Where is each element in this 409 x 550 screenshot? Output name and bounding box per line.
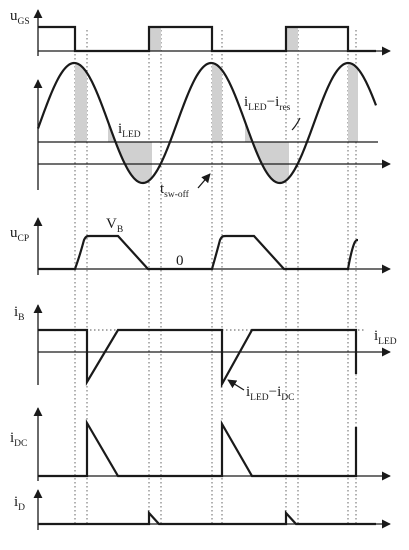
vb-label: VB — [106, 216, 123, 235]
tsw-off-label: tsw-off — [160, 181, 190, 200]
shade-trough-2 — [245, 121, 289, 183]
ugs-shade-2 — [286, 27, 298, 51]
panel-ib: iB iLED iLED−iDC — [14, 304, 397, 403]
id-waveform — [38, 510, 376, 526]
tsw-off-arrow — [197, 173, 211, 189]
id-label: iD — [14, 494, 25, 513]
iled-minus-ires-label: iLED−ires — [244, 94, 291, 113]
ugs-waveform — [38, 25, 376, 53]
ucp-label: uCP — [10, 225, 29, 244]
panel-idc: iDC — [10, 407, 391, 481]
iled-right-label: iLED — [374, 328, 397, 347]
zero-label: 0 — [176, 253, 184, 269]
iled-minus-ires-leader — [291, 117, 301, 131]
panel-id: iD — [14, 489, 391, 530]
panel-currents: iLED iLED−ires tsw-off — [33, 61, 391, 200]
shade-strip-2 — [212, 63, 222, 142]
iled-minus-idc-arrow — [227, 379, 245, 391]
ugs-shade-1 — [149, 27, 161, 51]
idc-label: iDC — [10, 430, 27, 449]
iled-label: iLED — [118, 121, 141, 140]
ib-waveform — [38, 328, 358, 389]
ugs-label: uGS — [10, 8, 30, 27]
shade-trough-1 — [108, 121, 152, 183]
panel-ucp: uCP VB 0 — [10, 216, 391, 275]
iled-minus-idc-label: iLED−iDC — [246, 384, 294, 403]
ib-label: iB — [14, 304, 25, 323]
ucp-waveform — [38, 234, 359, 271]
idc-waveform — [38, 418, 358, 478]
resonant-current-sine — [36, 61, 378, 185]
panel-ugs: uGS — [10, 8, 391, 56]
shade-strip-1 — [75, 63, 87, 142]
shade-strip-3 — [348, 63, 358, 142]
current-shaded-regions — [75, 63, 358, 183]
